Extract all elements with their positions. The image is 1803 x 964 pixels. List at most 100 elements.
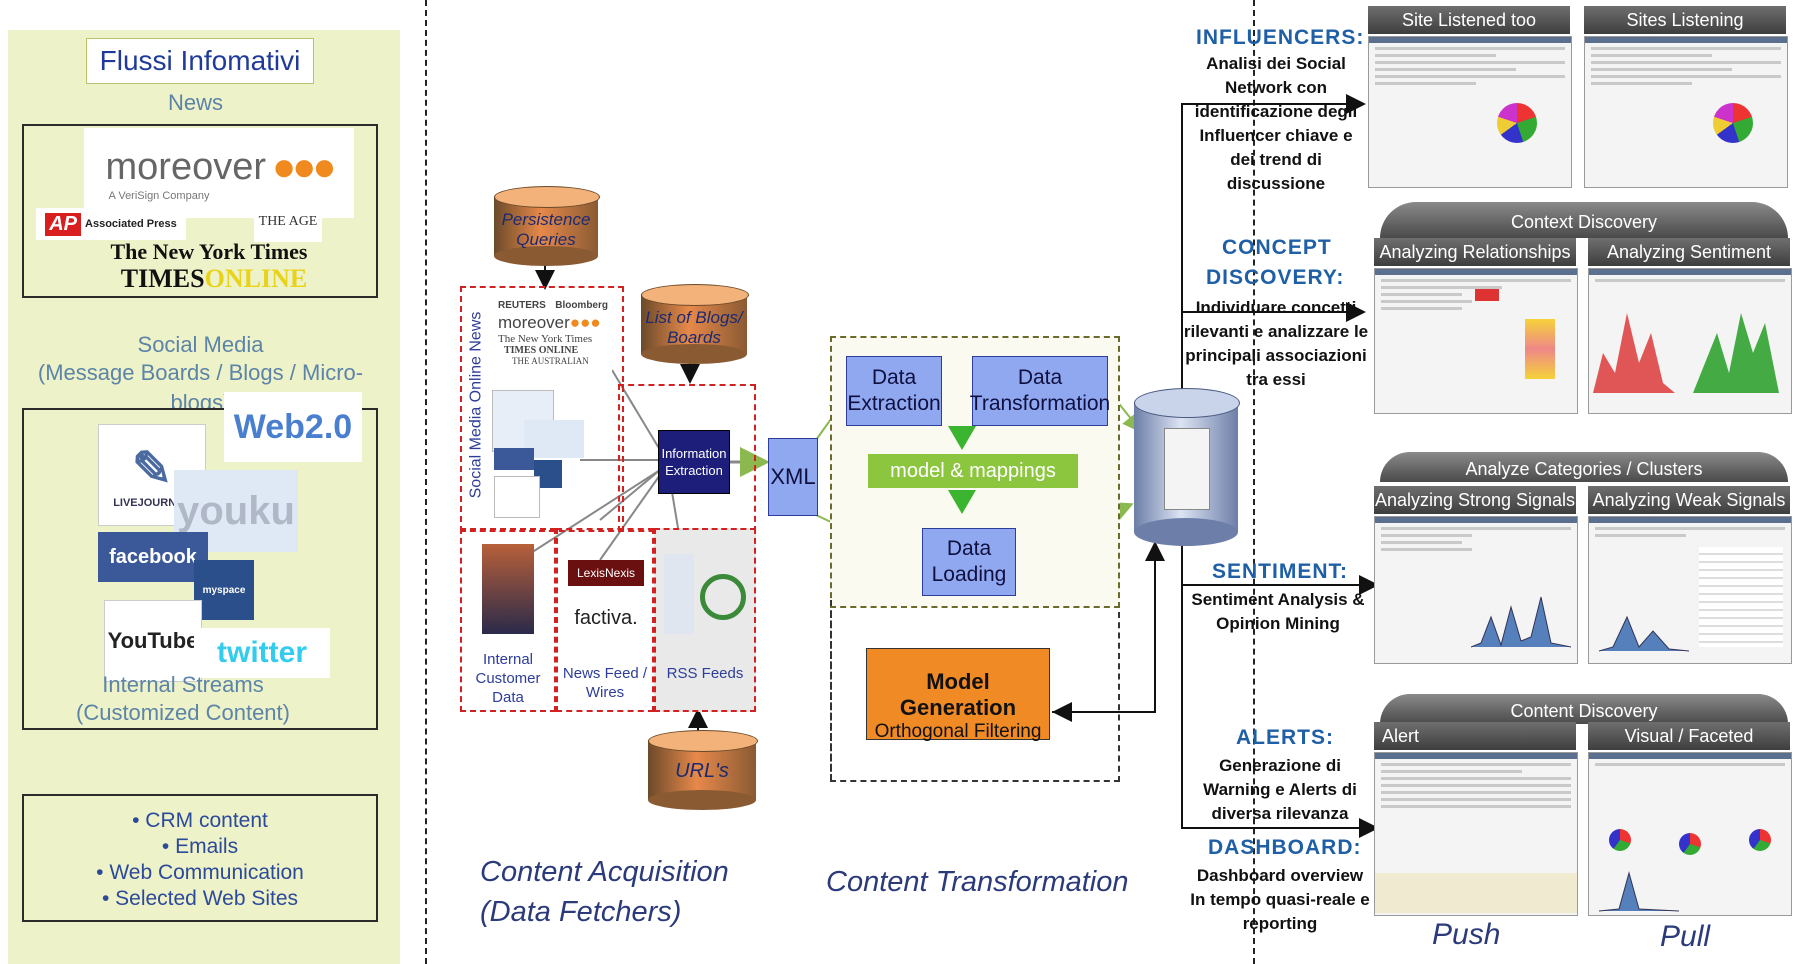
data-transformation-box: Data Transformation (970, 356, 1110, 426)
dots-icon: ●●● (272, 144, 337, 189)
desc-line: discussione (1226, 174, 1326, 193)
orthogonal-filtering-label: Orthogonal Filtering (874, 721, 1042, 742)
analyzing-sentiment-screenshot (1588, 268, 1792, 414)
visual-faceted-header: Visual / Faceted (1588, 722, 1790, 750)
sentiment-area-graphic (1593, 313, 1779, 393)
model-generation-label: Model Generation (899, 669, 1017, 720)
internal-item: • CRM content (132, 809, 268, 832)
facebook-mini-icon (494, 448, 534, 470)
youku-mini-icon (524, 420, 584, 458)
youtube-logo: YouTube (104, 600, 202, 682)
xml-box: XML (768, 438, 818, 516)
site-listened-header: Site Listened too (1368, 6, 1570, 34)
desc-line: Network con (1224, 78, 1328, 97)
model-mappings-bar: model & mappings (868, 454, 1078, 488)
social-news-region (460, 286, 624, 532)
content-discovery-arch: Content Discovery (1380, 694, 1788, 724)
desc-line: Dashboard overview (1196, 866, 1364, 885)
sentiment-title: SENTIMENT: (1212, 560, 1348, 583)
site-listened-screenshot (1368, 36, 1572, 188)
times-mini: TIMES ONLINE (504, 345, 579, 356)
alerts-title: ALERTS: (1236, 726, 1334, 749)
dots-icon: ●●● (569, 313, 601, 332)
desc-line: Generazione di (1219, 756, 1341, 775)
acquisition-caption-2: (Data Fetchers) (480, 896, 682, 928)
times-text: TIMES (120, 264, 205, 293)
internal-frame: • CRM content • Emails • Web Communicati… (22, 794, 378, 922)
list-of-blogs-label: List of Blogs/ Boards (645, 308, 743, 347)
analyzing-relationships-screenshot (1374, 268, 1578, 414)
push-label: Push (1432, 918, 1501, 951)
acquisition-caption-1: Content Acquisition (480, 856, 729, 888)
desc-line: principali associazioni (1185, 346, 1367, 365)
pencil-icon: ✎ (131, 443, 173, 496)
vertical-label: Social Media Online News (467, 311, 484, 499)
pie-icon (1679, 833, 1701, 855)
pie-icon (1713, 103, 1753, 143)
transformation-caption: Content Transformation (826, 866, 1129, 898)
factiva-logo: factiva. (574, 606, 638, 629)
desc-line: Opinion Mining (1216, 614, 1340, 633)
pull-label: Pull (1660, 920, 1711, 953)
concept-desc: Individuare concetti rilevanti e analizz… (1176, 296, 1376, 392)
context-discovery-arch: Context Discovery (1380, 202, 1788, 238)
urls-cylinder: URL's (648, 730, 758, 810)
desc-line: rilevanti e analizzare le (1183, 322, 1369, 341)
myspace-logo: myspace (194, 560, 254, 620)
desc-line: identificazione degli (1194, 102, 1358, 121)
desc-line: diversa rilevanza (1211, 804, 1349, 823)
database-cylinder (1134, 388, 1240, 548)
list-of-blogs-cylinder: List of Blogs/ Boards (641, 284, 749, 364)
livejournal-text: LIVEJOURNAL (113, 497, 191, 509)
internal-label-2: (Customized Content) (76, 700, 290, 725)
nyt-mini: The New York Times (498, 333, 593, 345)
analyzing-sentiment-header: Analyzing Sentiment (1588, 238, 1790, 266)
analyzing-weak-signals-screenshot (1588, 516, 1792, 664)
panel-title: Flussi Infomativi (86, 38, 314, 84)
internal-label-1: Internal Streams (102, 672, 264, 697)
analyze-categories-arch: Analyze Categories / Clusters (1380, 452, 1788, 482)
desc-line: Analisi dei Social (1206, 54, 1346, 73)
green-arrow-down-icon (948, 426, 976, 450)
twitter-logo: twitter (194, 628, 330, 678)
social-frame: Web2.0 ✎ LIVEJOURNAL youku facebook mysp… (22, 392, 378, 730)
analyzing-weak-signals-header: Analyzing Weak Signals (1588, 486, 1790, 514)
model-generation-box: Model Generation Orthogonal Filtering (866, 648, 1050, 742)
green-arrow-down-icon (948, 490, 976, 514)
concept-title-2: DISCOVERY: (1206, 266, 1345, 289)
reuters-text: REUTERS (498, 300, 546, 311)
australian-mini: THE AUSTRALIAN (512, 356, 589, 366)
data-extraction-box: Data Extraction (846, 356, 942, 426)
divider-left (425, 0, 427, 964)
alert-screenshot (1374, 752, 1578, 916)
desc-line: Sentiment Analysis & (1191, 590, 1365, 609)
web20-logo: Web2.0 (224, 392, 362, 462)
dashboard-desc: Dashboard overview In tempo quasi-reale … (1180, 864, 1380, 936)
rss-globe-icon (700, 574, 746, 620)
news-frame: moreover ●●● A VeriSign Company AP Assoc… (22, 124, 378, 298)
concept-title-1: CONCEPT (1222, 236, 1332, 259)
desc-line: reporting (1242, 914, 1318, 933)
social-label-2: (Message Boards / Blogs / Micro-blogs) (37, 360, 364, 415)
vertical-label-wrap: Social Media Online News (462, 300, 490, 510)
alert-header: Alert (1374, 722, 1576, 750)
pie-icon (1609, 829, 1631, 851)
internal-customer-label: Internal Customer Data (475, 651, 541, 706)
moreover-text: moreover (105, 145, 267, 188)
persistence-queries-cylinder: Persistence Queries (494, 186, 600, 266)
rss-doc-icon (664, 554, 694, 634)
moreover-sub: A VeriSign Company (108, 189, 210, 202)
analyzing-strong-signals-screenshot (1374, 516, 1578, 664)
online-text: ONLINE (204, 264, 308, 293)
pie-icon (1497, 103, 1537, 143)
news-feed-region: LexisNexis factiva. News Feed / Wires (556, 528, 654, 712)
influencers-desc: Analisi dei Social Network con identific… (1186, 52, 1366, 196)
news-feed-label: News Feed / Wires (562, 665, 648, 701)
information-extraction-box: Information Extraction (658, 430, 730, 494)
ap-logo: AP Associated Press (36, 208, 186, 240)
sites-listening-header: Sites Listening (1584, 6, 1786, 34)
customer-photo (482, 544, 534, 634)
persistence-queries-label: Persistence Queries (501, 210, 591, 249)
